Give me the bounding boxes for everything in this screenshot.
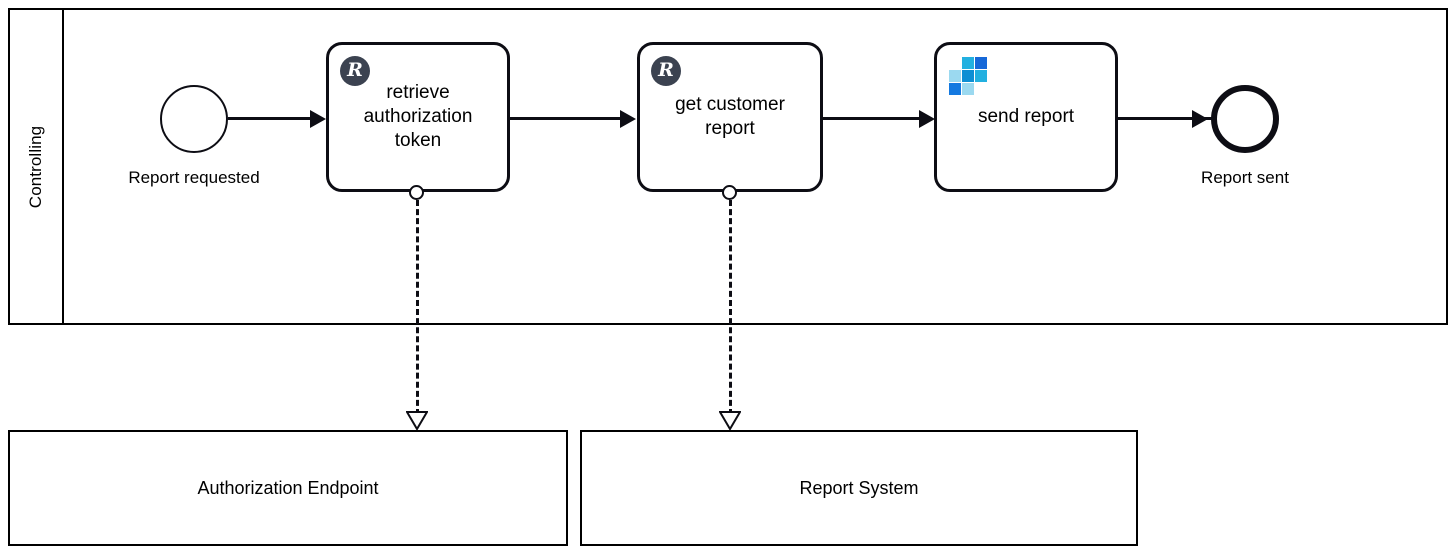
- start-event-label: Report requested: [128, 168, 260, 187]
- rest-icon-letter: R: [347, 58, 363, 81]
- rest-connector-icon: R: [340, 56, 370, 86]
- rest-icon-letter: R: [658, 58, 674, 81]
- mosaic-connector-icon: [949, 57, 987, 95]
- task-get-customer-report[interactable]: R get customer report: [637, 42, 823, 192]
- lane-label: Controlling: [26, 125, 45, 208]
- system-report-system[interactable]: Report System: [580, 430, 1138, 546]
- association-connection-dot: [722, 185, 737, 200]
- association-connection-dot: [409, 185, 424, 200]
- start-event-report-requested[interactable]: [160, 85, 228, 153]
- sequence-flow-send-to-end: [1118, 117, 1214, 120]
- rest-connector-icon: R: [651, 56, 681, 86]
- association-arrowhead: [406, 411, 428, 430]
- end-event-report-sent[interactable]: [1211, 85, 1279, 153]
- sequence-flow-arrowhead: [310, 110, 326, 128]
- association-get-to-report-system: [729, 200, 732, 415]
- sequence-flow-arrowhead: [919, 110, 935, 128]
- system-label: Authorization Endpoint: [197, 477, 379, 498]
- task-label: send report: [977, 105, 1075, 127]
- sequence-flow-retrieve-to-get: [510, 117, 622, 120]
- system-label: Report System: [799, 477, 919, 498]
- sequence-flow-start-to-retrieve: [228, 117, 312, 120]
- association-retrieve-to-authorization-endpoint: [416, 200, 419, 415]
- sequence-flow-arrowhead: [1192, 110, 1208, 128]
- system-authorization-endpoint[interactable]: Authorization Endpoint: [8, 430, 568, 546]
- lane-header-controlling[interactable]: Controlling: [10, 10, 64, 323]
- association-arrowhead: [719, 411, 741, 430]
- task-send-report[interactable]: send report: [934, 42, 1118, 192]
- task-label: retrieve authorization token: [363, 81, 473, 152]
- task-label: get customer report: [675, 93, 785, 139]
- sequence-flow-get-to-send: [823, 117, 921, 120]
- task-retrieve-authorization-token[interactable]: R retrieve authorization token: [326, 42, 510, 192]
- sequence-flow-arrowhead: [620, 110, 636, 128]
- end-event-label: Report sent: [1201, 168, 1289, 187]
